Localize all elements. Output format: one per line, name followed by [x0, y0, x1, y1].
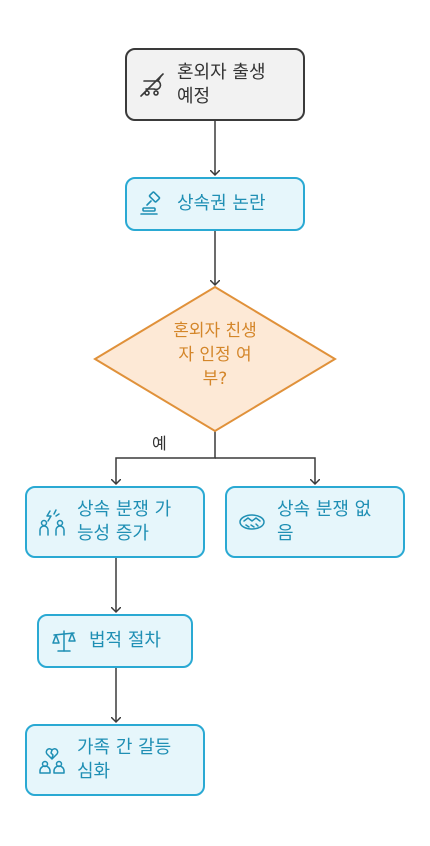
node-dispute-increase[interactable]: 상속 분쟁 가 능성 증가 [25, 486, 205, 558]
node-inheritance-dispute[interactable]: 상속권 논란 [125, 177, 305, 231]
handshake-icon [237, 507, 267, 537]
scales-icon [49, 626, 79, 656]
node-legal-procedure-label: 법적 절차 [89, 630, 161, 651]
node-start-label: 혼외자 출생 예정 [177, 61, 266, 107]
people-conflict-icon [37, 507, 67, 537]
decision-diamond[interactable] [93, 285, 337, 433]
node-no-dispute[interactable]: 상속 분쟁 없 음 [225, 486, 405, 558]
broken-heart-family-icon [37, 745, 67, 775]
node-family-conflict[interactable]: 가족 간 갈등 심화 [25, 724, 205, 796]
node-legal-procedure[interactable]: 법적 절차 [37, 614, 193, 668]
stroller-crossed-icon [137, 70, 167, 100]
edge-decision-to-no-dispute [215, 457, 315, 484]
node-start[interactable]: 혼외자 출생 예정 [125, 48, 305, 121]
node-family-conflict-label: 가족 간 갈등 심화 [77, 737, 172, 782]
node-no-dispute-label: 상속 분쟁 없 음 [277, 499, 372, 544]
decision-label: 혼외자 친생 자 인정 여 부? [173, 321, 257, 389]
node-inheritance-dispute-label: 상속권 논란 [177, 193, 266, 214]
node-dispute-increase-label: 상속 분쟁 가 능성 증가 [77, 499, 172, 544]
edge-decision-to-dispute-increase [116, 431, 216, 484]
edge-label-yes: 예 [152, 434, 167, 453]
gavel-icon [137, 189, 167, 219]
